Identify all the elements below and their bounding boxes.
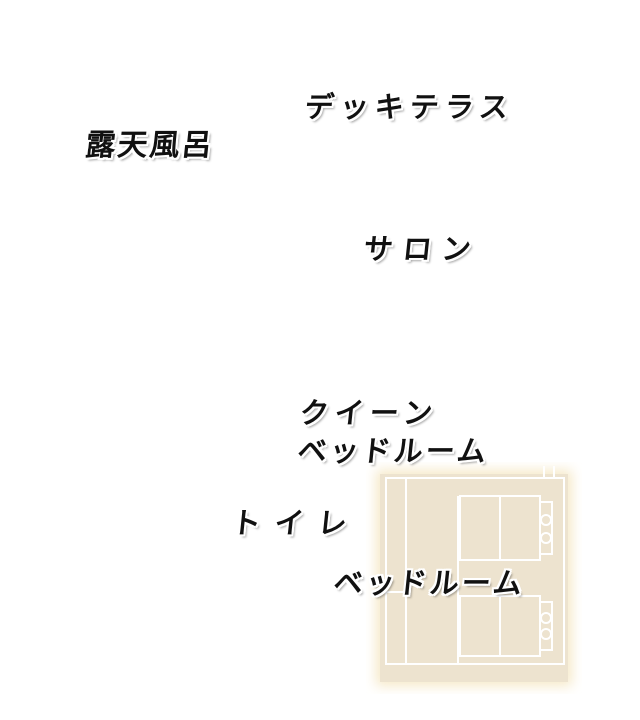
queen-bedroom-label-line2: ベッドルーム <box>296 434 491 468</box>
wall-lines <box>385 466 565 665</box>
deck-terrace-label: デッキテラス <box>303 90 516 124</box>
bed-lower-icon <box>459 595 553 657</box>
bedroom-highlight-area <box>376 466 572 686</box>
bedroom-label: ベッドルーム <box>332 566 527 600</box>
queen-bedroom-label-line1: クイーン <box>298 396 441 430</box>
toilet-label: トイレ <box>230 506 363 540</box>
open-air-bath-label: 露天風呂 <box>83 128 216 163</box>
salon-label: サロン <box>362 232 483 266</box>
highlight-fill <box>380 474 568 682</box>
bed-upper-icon <box>459 495 553 561</box>
